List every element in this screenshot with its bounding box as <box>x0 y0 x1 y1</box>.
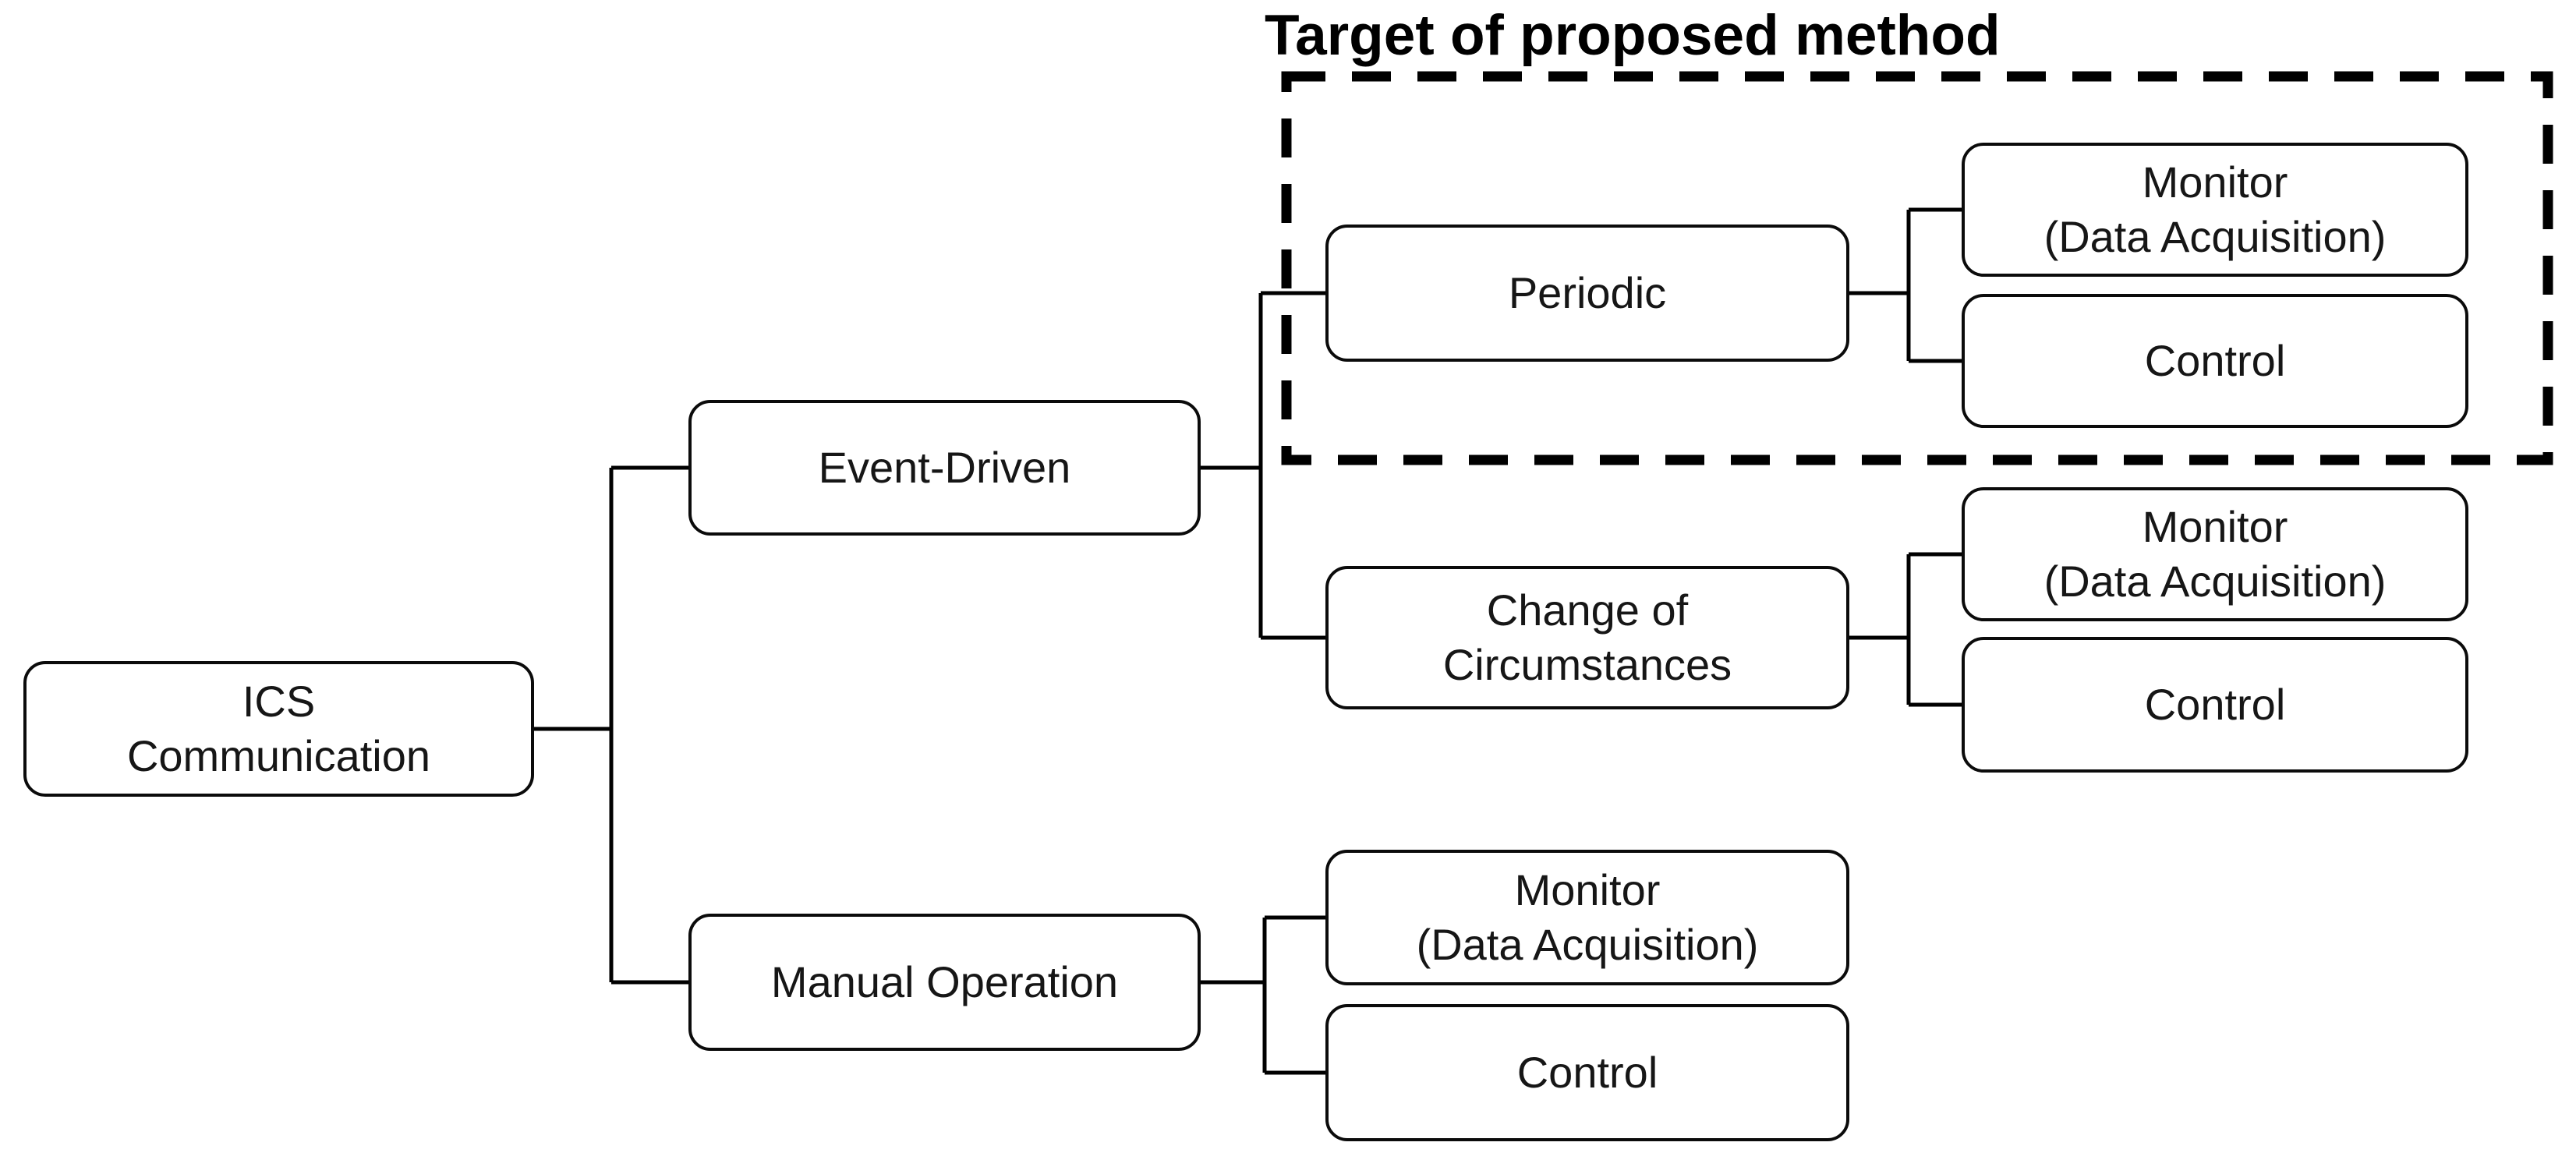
node-periodic: Periodic <box>1325 225 1849 362</box>
connector-root-branch <box>534 465 688 985</box>
node-ics-communication: ICS Communication <box>23 661 534 797</box>
node-periodic-monitor: Monitor (Data Acquisition) <box>1962 143 2468 277</box>
node-periodic-control: Control <box>1962 294 2468 428</box>
connector-event-driven-branch <box>1201 291 1325 640</box>
node-event-driven: Event-Driven <box>688 400 1201 536</box>
node-manual-operation: Manual Operation <box>688 914 1201 1051</box>
target-dashed-box <box>1281 71 2553 465</box>
node-coc-control: Control <box>1962 637 2468 773</box>
node-coc-monitor: Monitor (Data Acquisition) <box>1962 487 2468 621</box>
connector-coc-branch <box>1849 552 1962 707</box>
node-change-of-circumstances: Change of Circumstances <box>1325 566 1849 709</box>
connector-manual-branch <box>1201 915 1325 1075</box>
annotation-title: Target of proposed method <box>1265 4 2001 67</box>
connector-periodic-branch <box>1849 207 1962 363</box>
node-manual-monitor: Monitor (Data Acquisition) <box>1325 850 1849 985</box>
node-manual-control: Control <box>1325 1004 1849 1141</box>
